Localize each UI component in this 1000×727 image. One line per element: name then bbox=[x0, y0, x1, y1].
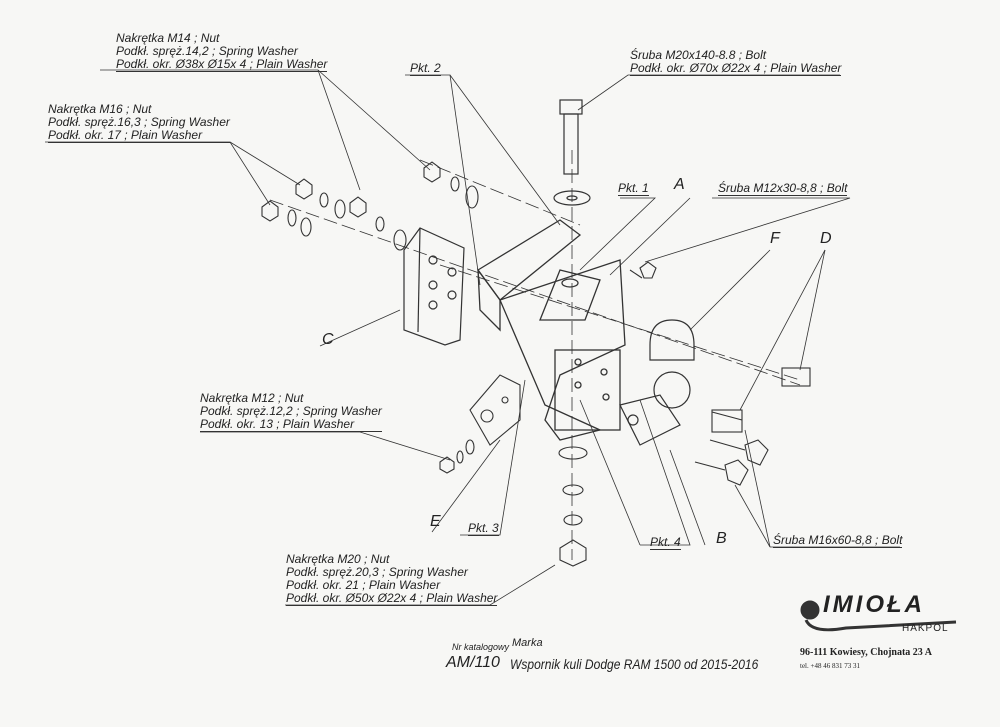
callout-line: Nakrętka M12 ; Nut bbox=[200, 391, 304, 405]
logo-subtext: HAKPOL bbox=[902, 623, 949, 634]
bolts-m16 bbox=[629, 261, 811, 486]
callout-line: Podkł. okr. 21 ; Plain Washer bbox=[286, 578, 441, 592]
callout-nut-m16: Nakrętka M16 ; Nut Podkł. spręż.16,3 ; S… bbox=[48, 103, 230, 143]
catalog-label: Nr katalogowy bbox=[452, 642, 510, 652]
marker-e: E bbox=[430, 513, 441, 530]
product-description: Wspornik kuli Dodge RAM 1500 od 2015-201… bbox=[510, 656, 759, 672]
callout-line: Podkł. spręż.16,3 ; Spring Washer bbox=[48, 115, 230, 129]
callout-nut-m14: Nakrętka M14 ; Nut Podkł. spręż.14,2 ; S… bbox=[116, 31, 328, 72]
callout-line: Podkł. okr. Ø38x Ø15x 4 ; Plain Washer bbox=[116, 57, 328, 72]
callout-bolt-m16: Śruba M16x60-8,8 ; Bolt bbox=[773, 533, 903, 548]
marker-d: D bbox=[820, 230, 832, 247]
callout-line: Podkł. okr. Ø70x Ø22x 4 ; Plain Washer bbox=[630, 61, 842, 76]
imiola-logo bbox=[800, 600, 957, 632]
assembly-axes bbox=[269, 150, 801, 560]
callout-line: Nakrętka M20 ; Nut bbox=[286, 552, 390, 566]
plate-e bbox=[439, 374, 521, 474]
callout-line: Podkł. spręż.14,2 ; Spring Washer bbox=[116, 44, 298, 58]
callout-line: Nakrętka M16 ; Nut bbox=[48, 102, 152, 116]
logo-text: IMIOŁA bbox=[823, 591, 925, 618]
callout-line: Podkł. spręż.20,3 ; Spring Washer bbox=[286, 565, 468, 579]
callout-line: Nakrętka M14 ; Nut bbox=[116, 31, 220, 45]
brand-label: Marka bbox=[512, 637, 543, 649]
marker-pkt1: Pkt. 1 bbox=[618, 181, 649, 196]
callout-line: Śruba M20x140-8.8 ; Bolt bbox=[630, 48, 767, 62]
marker-a: A bbox=[674, 176, 685, 193]
marker-b: B bbox=[716, 530, 727, 547]
callout-bolt-m12: Śruba M12x30-8,8 ; Bolt bbox=[718, 181, 848, 196]
marker-c: C bbox=[322, 331, 334, 348]
fasteners-left bbox=[261, 161, 479, 251]
main-bracket bbox=[477, 219, 626, 441]
callout-nut-m20: Nakrętka M20 ; Nut Podkł. spręż.20,3 ; S… bbox=[286, 552, 498, 606]
callout-nut-m12: Nakrętka M12 ; Nut Podkł. spręż.12,2 ; S… bbox=[200, 392, 382, 432]
marker-pkt2: Pkt. 2 bbox=[410, 61, 441, 76]
marker-pkt4: Pkt. 4 bbox=[650, 535, 681, 550]
catalog-number: AM/110 bbox=[446, 654, 500, 671]
marker-pkt3: Pkt. 3 bbox=[468, 521, 499, 536]
callout-bolt-m20: Śruba M20x140-8.8 ; Bolt Podkł. okr. Ø70… bbox=[630, 48, 842, 76]
marker-f: F bbox=[770, 230, 780, 247]
fasteners-bottom bbox=[558, 446, 588, 567]
callout-line: Podkł. spręż.12,2 ; Spring Washer bbox=[200, 404, 382, 418]
tow-ball bbox=[619, 319, 695, 446]
plate-c bbox=[403, 227, 465, 346]
callout-line: Podkł. okr. 17 ; Plain Washer bbox=[48, 129, 230, 143]
bolt-m20 bbox=[553, 99, 591, 206]
company-phone: tel. +48 46 831 73 31 bbox=[800, 662, 860, 670]
callout-line: Podkł. okr. 13 ; Plain Washer bbox=[200, 418, 382, 432]
company-address: 96-111 Kowiesy, Chojnata 23 A bbox=[800, 647, 932, 658]
callout-line: Podkł. okr. Ø50x Ø22x 4 ; Plain Washer bbox=[286, 591, 498, 606]
